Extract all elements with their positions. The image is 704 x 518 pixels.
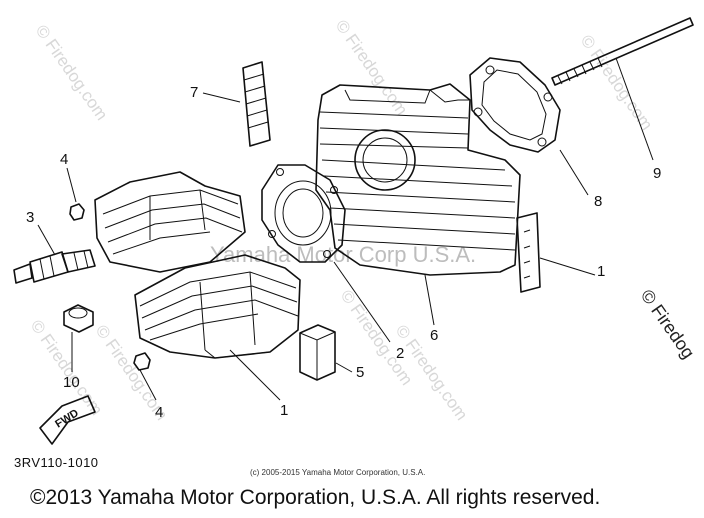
copyright-notice: ©2013 Yamaha Motor Corporation, U.S.A. A… [30, 486, 601, 509]
callout-6: 6 [430, 327, 438, 344]
callout-10: 10 [63, 374, 80, 391]
callout-1-right: 1 [597, 263, 605, 280]
part-spark-plug [13, 249, 96, 284]
part-damper-block [299, 324, 336, 381]
part-head-gasket [261, 164, 346, 263]
watermark: © Firedog [637, 286, 699, 362]
part-damper-lower [516, 212, 541, 293]
callout-2: 2 [396, 345, 404, 362]
part-cylinder [315, 83, 521, 276]
part-nut-lower [133, 352, 151, 371]
watermark: © Firedog.com [32, 21, 112, 123]
diagram-code: 3RV110-1010 [14, 455, 99, 470]
watermark: © Firedog.com [332, 16, 412, 118]
callout-4-upper: 4 [60, 151, 68, 168]
part-cylinder-gasket [469, 57, 561, 153]
callout-9: 9 [653, 165, 661, 182]
part-cylinder-head-upper [94, 171, 246, 273]
callout-3: 3 [26, 209, 34, 226]
callout-8: 8 [594, 193, 602, 210]
watermarks: © Firedog.com © Firedog.com © Firedog.co… [27, 16, 699, 423]
callout-4-lower: 4 [155, 404, 163, 421]
part-nut-upper [69, 203, 85, 221]
callout-7: 7 [190, 84, 198, 101]
callouts: 7 4 3 9 8 1 6 2 5 10 4 1 [26, 84, 661, 421]
small-copyright: (c) 2005-2015 Yamaha Motor Corporation, … [250, 468, 426, 477]
callout-5: 5 [356, 364, 364, 381]
watermark-center: Yamaha Motor Corp U.S.A. [210, 242, 476, 267]
leader-lines [37, 57, 654, 401]
part-collar [63, 304, 94, 333]
part-stud-bolt [551, 17, 694, 86]
part-damper-upper [242, 61, 271, 147]
part-cylinder-head-lower [134, 254, 301, 359]
callout-1-lower: 1 [280, 402, 288, 419]
